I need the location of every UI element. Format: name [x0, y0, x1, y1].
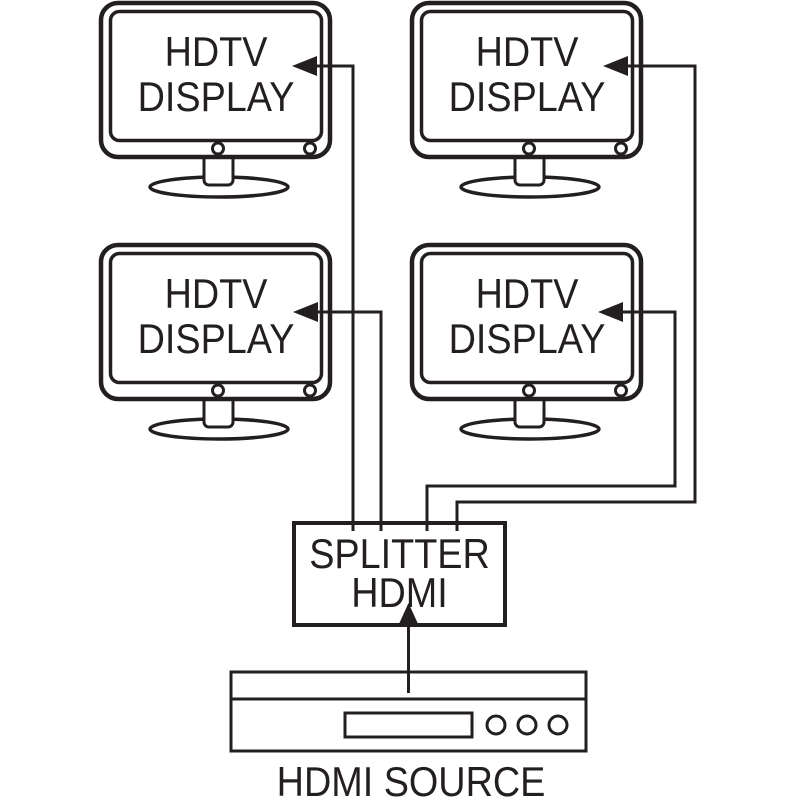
monitor-indicator-center — [211, 141, 225, 156]
monitor-indicator-center — [522, 383, 536, 398]
display-label-line1: HDTV — [165, 271, 268, 317]
arrowhead-into-display-top-right — [603, 56, 628, 76]
cable-splitter-out2 — [316, 310, 383, 531]
display-label-line1: HDTV — [165, 29, 268, 75]
display-label-line1: HDTV — [476, 271, 579, 317]
display-label-line2: DISPLAY — [449, 316, 606, 362]
hdtv-display-top-left: HDTV DISPLAY — [98, 0, 333, 199]
cable-splitter-out3 — [425, 310, 677, 531]
monitor-screen — [108, 9, 324, 143]
arrowhead-into-splitter — [398, 603, 419, 625]
cable-splitter-out4 — [455, 64, 697, 531]
source-knob-2 — [516, 714, 538, 736]
splitter-label-line2: HDMI — [351, 570, 448, 616]
monitor-indicator-right — [303, 383, 317, 398]
cable-layer — [292, 56, 697, 693]
monitor-indicator-right — [614, 141, 628, 156]
hdtv-display-bottom-left: HDTV DISPLAY — [98, 242, 333, 441]
cable-splitter-out1 — [314, 64, 355, 531]
splitter-label-line1: SPLITTER — [309, 531, 490, 577]
monitor-screen — [419, 9, 635, 143]
monitor-indicator-right — [303, 141, 317, 156]
arrowhead-into-display-bottom-right — [598, 302, 623, 322]
source-knob-1 — [485, 714, 507, 736]
arrowhead-into-display-top-left — [292, 56, 317, 76]
monitor-indicator-center — [522, 141, 536, 156]
monitor-indicator-right — [614, 383, 628, 398]
monitor-indicator-center — [211, 383, 225, 398]
display-label-line1: HDTV — [476, 29, 579, 75]
source-knob-3 — [547, 714, 569, 736]
hdtv-display-bottom-right: HDTV DISPLAY — [409, 242, 644, 441]
display-label-line2: DISPLAY — [138, 74, 295, 120]
monitor-screen — [108, 251, 324, 385]
hdtv-display-top-right: HDTV DISPLAY — [409, 0, 644, 199]
source-label: HDMI SOURCE — [277, 759, 546, 800]
splitter-node: SPLITTER HDMI — [292, 521, 507, 627]
monitor-screen — [419, 251, 635, 385]
display-label-line2: DISPLAY — [449, 74, 606, 120]
display-label-line2: DISPLAY — [138, 316, 295, 362]
source-display-window — [343, 711, 474, 739]
arrowhead-into-display-bottom-left — [293, 302, 318, 322]
